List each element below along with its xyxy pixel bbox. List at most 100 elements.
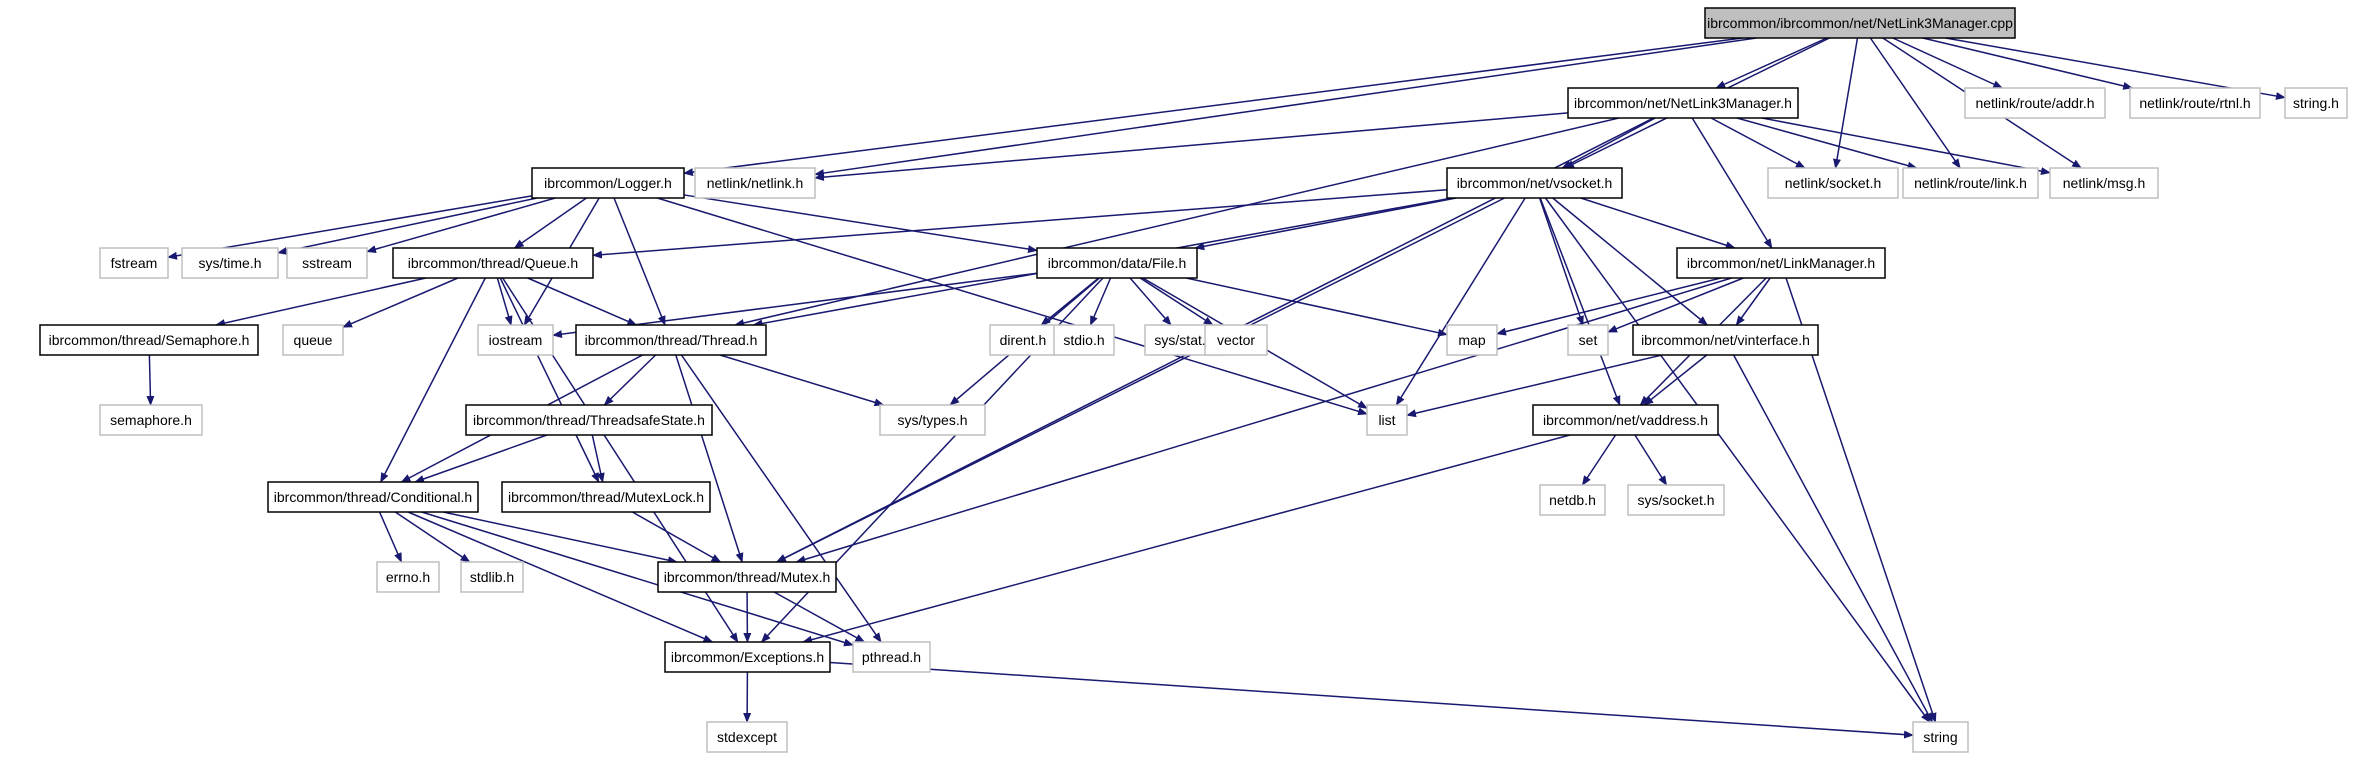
node-label: ibrcommon/net/vinterface.h <box>1641 332 1810 348</box>
node-box <box>1446 324 1498 356</box>
node-label: netlink/route/rtnl.h <box>2139 95 2250 111</box>
node-label: fstream <box>111 255 158 271</box>
edge-vsocket-to-string <box>1544 197 1931 723</box>
node-root[interactable]: ibrcommon/ibrcommon/net/NetLink3Manager.… <box>1704 7 2016 39</box>
node-label: sys/socket.h <box>1637 492 1714 508</box>
node-label: set <box>1579 332 1598 348</box>
node-msg: netlink/msg.h <box>2049 167 2159 199</box>
edge-vsocket-to-set <box>1538 197 1584 326</box>
node-box <box>286 247 368 279</box>
edge-nl3mh-to-nlsocket <box>1710 117 1806 169</box>
node-systypes: sys/types.h <box>879 404 986 436</box>
node-label: semaphore.h <box>110 412 192 428</box>
node-box <box>531 167 685 199</box>
edge-queue-to-mutexlock <box>499 277 600 483</box>
node-thread[interactable]: ibrcommon/thread/Thread.h <box>575 324 767 356</box>
edge-nl3mh-to-netlinkh <box>814 112 1569 182</box>
node-queuestd: queue <box>282 324 344 356</box>
node-label: list <box>1378 412 1395 428</box>
node-queue[interactable]: ibrcommon/thread/Queue.h <box>392 247 594 279</box>
node-semaphore[interactable]: ibrcommon/thread/Semaphore.h <box>39 324 259 356</box>
node-box <box>1539 484 1606 516</box>
node-nlsocket: netlink/socket.h <box>1767 167 1899 199</box>
node-iostream: iostream <box>477 324 554 356</box>
edge-vinterface-to-string <box>1732 354 1934 723</box>
node-stringh: string.h <box>2284 87 2348 119</box>
node-label: sys/stat.h <box>1154 332 1213 348</box>
node-label: ibrcommon/net/NetLink3Manager.h <box>1574 95 1792 111</box>
node-box <box>694 167 816 199</box>
node-vaddress[interactable]: ibrcommon/net/vaddress.h <box>1532 404 1719 436</box>
node-vinterface[interactable]: ibrcommon/net/vinterface.h <box>1632 324 1819 356</box>
edge-logger-to-file <box>683 194 1038 253</box>
node-logger[interactable]: ibrcommon/Logger.h <box>531 167 685 199</box>
node-label: netlink/route/link.h <box>1914 175 2027 191</box>
edge-conditional-to-mutex <box>442 511 678 565</box>
node-label: stdexcept <box>717 729 777 745</box>
node-addr: netlink/route/addr.h <box>1964 87 2106 119</box>
node-stdlib: stdlib.h <box>460 561 524 593</box>
edge-semaphore-to-semaphoreh <box>146 354 155 406</box>
edge-root-to-netlinkh <box>814 37 1757 177</box>
edge-logger-to-sstream <box>366 197 556 253</box>
node-label: netlink/netlink.h <box>707 175 804 191</box>
node-box <box>1366 404 1408 436</box>
edge-nl3mh-to-vsocket <box>1561 117 1656 169</box>
node-label: string.h <box>2293 95 2339 111</box>
node-box <box>99 404 203 436</box>
node-box <box>2129 87 2261 119</box>
node-vsocket[interactable]: ibrcommon/net/vsocket.h <box>1446 167 1623 199</box>
node-linkmgr[interactable]: ibrcommon/net/LinkManager.h <box>1676 247 1886 279</box>
node-nl3mh[interactable]: ibrcommon/net/NetLink3Manager.h <box>1567 87 1799 119</box>
node-label: sstream <box>302 255 352 271</box>
node-box <box>1446 167 1623 199</box>
node-conditional[interactable]: ibrcommon/thread/Conditional.h <box>267 481 479 513</box>
node-box <box>2049 167 2159 199</box>
edge-nl3mh-to-thread <box>734 117 1620 327</box>
node-box <box>477 324 554 356</box>
node-set: set <box>1567 324 1609 356</box>
node-box <box>39 324 259 356</box>
node-label: ibrcommon/net/vsocket.h <box>1457 175 1613 191</box>
node-tss[interactable]: ibrcommon/thread/ThreadsafeState.h <box>465 404 713 436</box>
edge-logger-to-list <box>657 197 1368 416</box>
edge-linkmgr-to-set <box>1607 277 1744 333</box>
edge-queue-to-semaphore <box>215 277 427 327</box>
node-mutexlock[interactable]: ibrcommon/thread/MutexLock.h <box>501 481 711 513</box>
node-list: list <box>1366 404 1408 436</box>
node-file[interactable]: ibrcommon/data/File.h <box>1036 247 1198 279</box>
edge-queue-to-thread <box>527 277 638 326</box>
edge-tss-to-mutexlock <box>591 434 605 483</box>
edge-exceptions-to-string <box>829 661 1914 739</box>
node-map: map <box>1446 324 1498 356</box>
node-box <box>501 481 711 513</box>
node-label: queue <box>294 332 333 348</box>
edge-vaddress-to-syssocket <box>1634 434 1668 486</box>
node-box <box>465 404 713 436</box>
edge-thread-to-systypes <box>719 354 885 407</box>
node-box <box>1053 324 1115 356</box>
node-syssocket: sys/socket.h <box>1627 484 1725 516</box>
edge-queue-to-iostream <box>496 277 513 326</box>
node-mutex[interactable]: ibrcommon/thread/Mutex.h <box>657 561 837 593</box>
node-label: ibrcommon/ibrcommon/net/NetLink3Manager.… <box>1707 15 2013 31</box>
node-systime: sys/time.h <box>181 247 279 279</box>
node-label: ibrcommon/thread/Semaphore.h <box>49 332 250 348</box>
node-box <box>1632 324 1819 356</box>
node-box <box>1567 324 1609 356</box>
node-exceptions[interactable]: ibrcommon/Exceptions.h <box>664 641 831 673</box>
edge-vsocket-to-vaddress <box>1539 197 1621 406</box>
node-string: string <box>1912 721 1969 753</box>
edge-nl3mh-to-msg <box>1761 117 2051 175</box>
node-label: string <box>1923 729 1957 745</box>
edge-vaddress-to-exceptions <box>802 434 1571 644</box>
edge-tss-to-conditional <box>414 434 548 483</box>
node-errno: errno.h <box>376 561 440 593</box>
node-box <box>989 324 1057 356</box>
edge-mutex-to-pthread <box>773 591 866 643</box>
nodes-layer: ibrcommon/ibrcommon/net/NetLink3Manager.… <box>39 7 2348 753</box>
edge-vsocket-to-queue <box>592 188 1448 259</box>
node-link: netlink/route/link.h <box>1902 167 2039 199</box>
node-box <box>1902 167 2039 199</box>
node-label: ibrcommon/thread/Queue.h <box>408 255 578 271</box>
